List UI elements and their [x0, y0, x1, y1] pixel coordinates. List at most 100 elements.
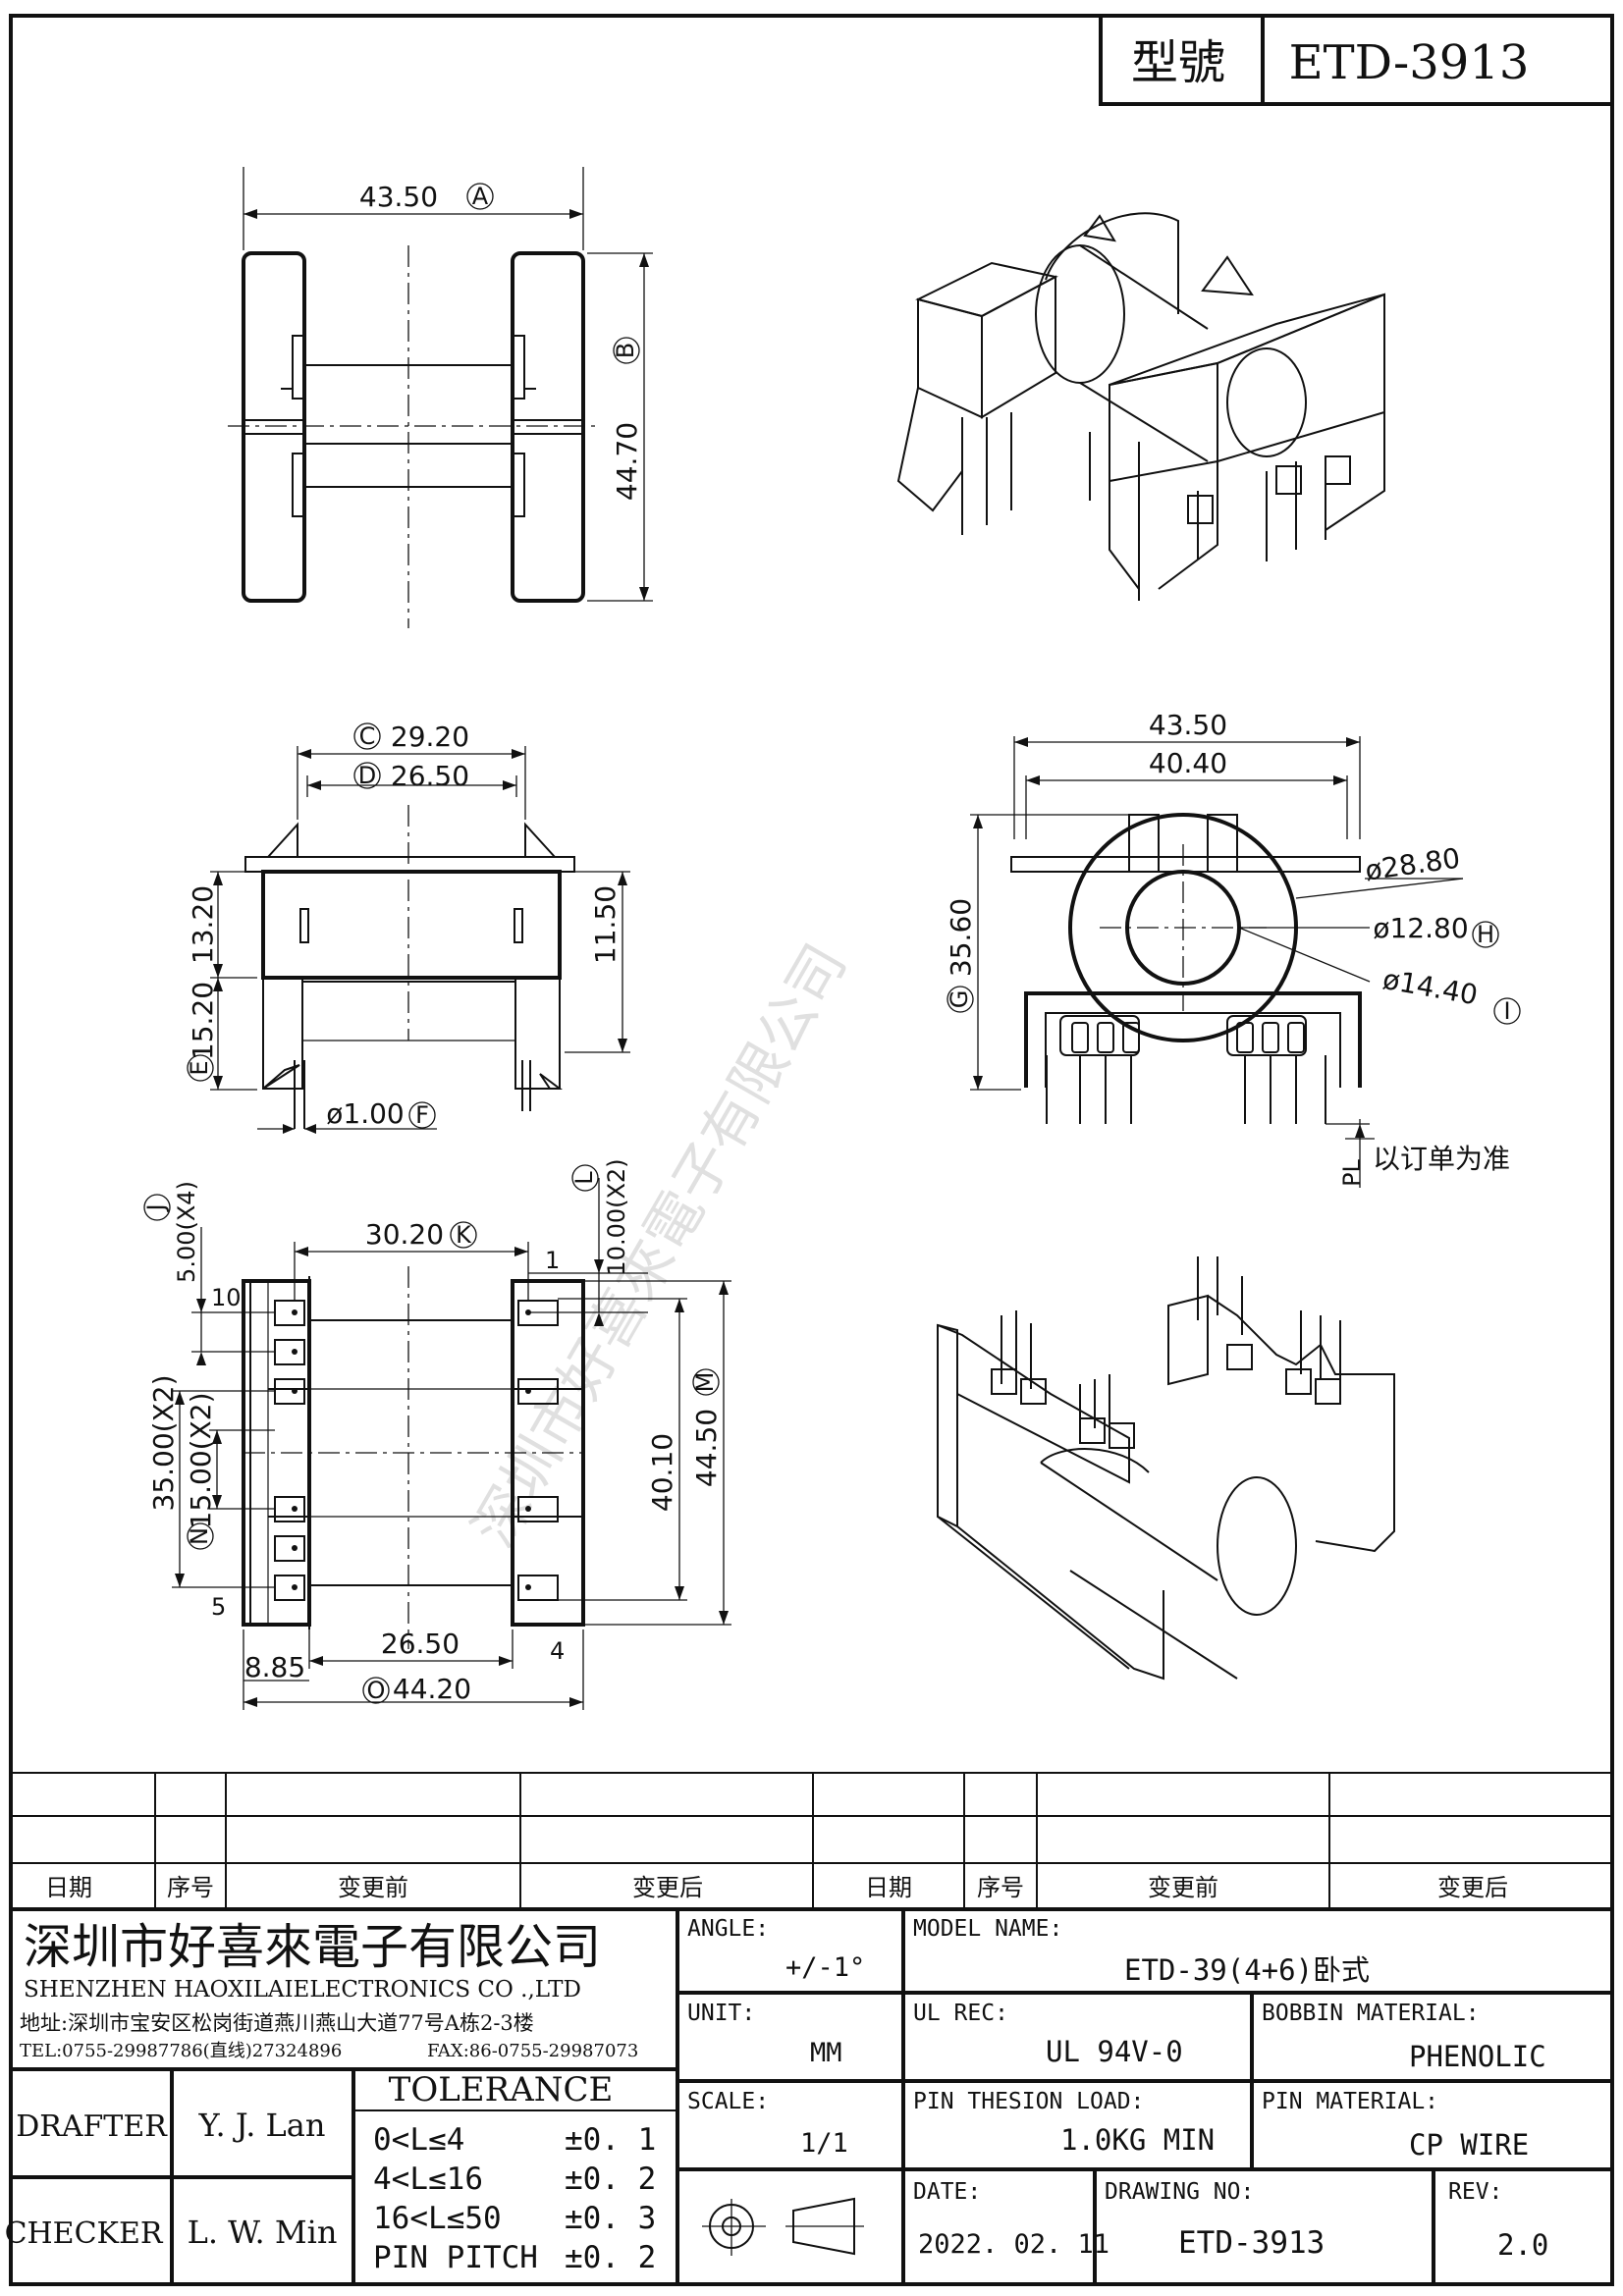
isometric-view-bottom	[937, 1256, 1395, 1681]
checker-label: CHECKER	[5, 2216, 164, 2251]
pin-material-value: CP WIRE	[1409, 2128, 1529, 2162]
pin-10-label: 10	[211, 1284, 242, 1311]
bobbin-material-value: PHENOLIC	[1409, 2040, 1546, 2073]
tolerance-value-3: ±0. 3	[565, 2201, 656, 2236]
front-d3-dim: ø14.40	[1380, 963, 1481, 1011]
company-fax: FAX:86-0755-29987073	[427, 2041, 638, 2061]
revision-table: 日期 序号 变更前 变更后 日期 序号 变更前 变更后	[11, 1772, 1612, 1911]
side-c-dim: 29.20	[391, 721, 469, 753]
side-lower-dim: 15.20	[187, 982, 219, 1060]
drawing-no-label: DRAWING NO:	[1105, 2179, 1254, 2205]
tolerance-range-2: 4<L≤16	[373, 2162, 483, 2197]
model-header: 型號 ETD-3913	[1099, 14, 1614, 106]
tag-e: E	[186, 1060, 213, 1075]
tag-o: O	[367, 1677, 386, 1704]
top-view: 43.50 A 44.70 B	[228, 167, 653, 628]
projection-symbol-icon	[702, 2197, 864, 2256]
tolerance-range-1: 0<L≤4	[373, 2122, 464, 2158]
bottom-inner-w-dim: 26.50	[381, 1628, 460, 1660]
front-pl-label: PL	[1338, 1158, 1366, 1186]
side-pin-dim: ø1.00	[326, 1097, 404, 1130]
top-flange-right	[511, 251, 585, 603]
tag-h: H	[1477, 921, 1494, 948]
tag-j: J	[142, 1203, 170, 1212]
top-flange-left	[242, 251, 306, 603]
bottom-n-dim: 35.00(X2)	[147, 1374, 180, 1511]
pin-load-value: 1.0KG MIN	[1060, 2123, 1215, 2157]
tolerance-title: TOLERANCE	[389, 2070, 614, 2109]
scale-value: 1/1	[800, 2128, 848, 2159]
tag-c: C	[359, 722, 376, 750]
tag-g: G	[946, 990, 973, 1009]
title-block: 深圳市好喜來電子有限公司 SHENZHEN HAOXILAIELECTRONIC…	[5, 1909, 1612, 2284]
angle-value: +/-1°	[785, 1952, 865, 1983]
bottom-n2-dim: 15.00(X2)	[185, 1392, 217, 1528]
bottom-inner-h-dim: 40.10	[646, 1433, 678, 1512]
rev-label: REV:	[1448, 2179, 1502, 2205]
tolerance-range-3: 16<L≤50	[373, 2201, 502, 2236]
rev-col-date-1: 日期	[45, 1874, 92, 1901]
unit-label: UNIT:	[687, 2001, 755, 2026]
tolerance-value-4: ±0. 2	[565, 2240, 656, 2275]
drafter-label: DRAFTER	[16, 2109, 168, 2144]
ul-rec-value: UL 94V-0	[1046, 2035, 1183, 2068]
rev-col-before-1: 变更前	[338, 1874, 408, 1901]
tolerance-value-2: ±0. 2	[565, 2162, 656, 2197]
tag-n: N	[186, 1527, 213, 1545]
rev-col-date-2: 日期	[865, 1874, 912, 1901]
tag-m: M	[691, 1372, 719, 1393]
front-inner-dim: 40.40	[1149, 747, 1227, 779]
date-label: DATE:	[913, 2179, 981, 2205]
top-width-dim: 43.50	[359, 181, 438, 213]
rev-col-after-1: 变更后	[632, 1874, 703, 1901]
side-right-dim: 11.50	[589, 885, 622, 964]
unit-value: MM	[810, 2038, 842, 2068]
bobbin-material-label: BOBBIN MATERIAL:	[1262, 2001, 1480, 2026]
ul-rec-label: UL REC:	[913, 2001, 1008, 2026]
tolerance-value-1: ±0. 1	[565, 2122, 656, 2158]
top-height-dim: 44.70	[611, 422, 643, 501]
tag-l: L	[570, 1171, 598, 1185]
company-name-cn: 深圳市好喜來電子有限公司	[24, 1919, 601, 1975]
front-d2-dim: ø12.80	[1373, 912, 1468, 944]
bottom-view: 1 10 5 4 30.20 K 5.00(X4) J 35.00(X2) 15…	[142, 1158, 731, 1710]
tag-i: I	[1503, 997, 1510, 1025]
tag-a: A	[472, 183, 489, 210]
date-value: 2022. 02. 11	[918, 2229, 1109, 2260]
rev-col-after-2: 变更后	[1437, 1874, 1508, 1901]
rev-value: 2.0	[1497, 2228, 1548, 2262]
rev-col-seq-1: 序号	[167, 1874, 214, 1901]
front-pl-note: 以订单为准	[1373, 1143, 1510, 1175]
front-height-dim: 35.60	[945, 898, 977, 977]
drafter-name: Y. J. Lan	[198, 2107, 326, 2144]
bottom-l-dim: 10.00(X2)	[603, 1158, 630, 1275]
model-header-label: 型號	[1131, 35, 1225, 90]
rev-col-seq-2: 序号	[977, 1874, 1024, 1901]
pin-5-label: 5	[211, 1593, 226, 1621]
pin-1-label: 1	[545, 1247, 560, 1274]
bottom-o-dim: 44.20	[393, 1673, 471, 1705]
front-outer-dim: 43.50	[1149, 709, 1227, 741]
tag-b: B	[612, 343, 639, 358]
pin-load-label: PIN THESION LOAD:	[913, 2089, 1144, 2114]
bottom-m-dim: 44.50	[690, 1409, 723, 1487]
tag-b-circle	[613, 337, 640, 364]
front-view: 43.50 40.40	[945, 709, 1521, 1188]
sheet-border	[9, 14, 1614, 2286]
company-address: 地址:深圳市宝安区松岗街道燕川燕山大道77号A栋2-3楼	[20, 2011, 534, 2035]
tag-f: F	[415, 1101, 429, 1129]
model-name-value: ETD-39(4+6)卧式	[1124, 1953, 1370, 1987]
bottom-j-dim: 5.00(X4)	[173, 1181, 200, 1283]
scale-label: SCALE:	[687, 2089, 769, 2114]
model-name-label: MODEL NAME:	[913, 1916, 1062, 1942]
angle-label: ANGLE:	[687, 1916, 769, 1942]
company-name-en: SHENZHEN HAOXILAIELECTRONICS CO .,LTD	[24, 1977, 581, 2002]
tag-k: K	[456, 1221, 472, 1249]
checker-name: L. W. Min	[188, 2214, 338, 2251]
isometric-view-top	[896, 212, 1385, 601]
pin-material-label: PIN MATERIAL:	[1262, 2089, 1438, 2114]
tag-d: D	[358, 762, 376, 789]
side-d-dim: 26.50	[391, 760, 469, 792]
side-upper-dim: 13.20	[187, 885, 219, 964]
